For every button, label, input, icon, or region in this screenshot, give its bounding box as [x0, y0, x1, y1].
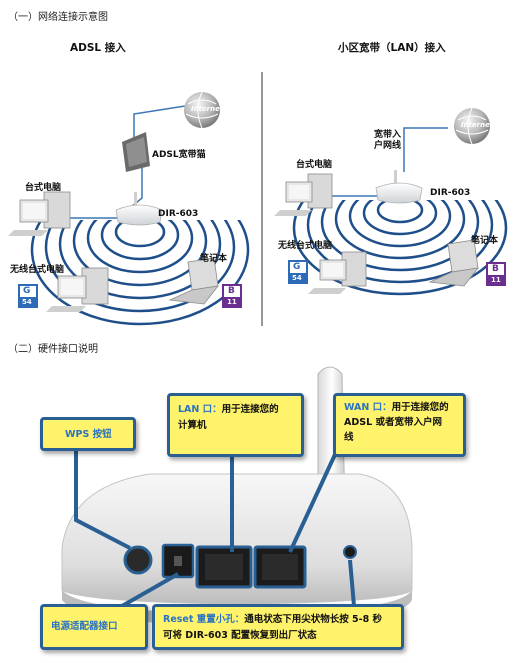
- wps-callout: WPS 按钮: [40, 417, 136, 451]
- wireless-desktop-icon: [308, 251, 367, 294]
- adsl-laptop-label: 笔记本: [200, 254, 228, 264]
- adsl-badge-g-number: 54: [22, 298, 32, 306]
- lan-callout: LAN 口：用于连接您的 计算机: [167, 393, 304, 457]
- adsl-desktop-label: 台式电脑: [25, 183, 62, 193]
- power-connector: [121, 572, 179, 608]
- reset-callout-text2: 可将 DIR-603 配置恢复到出厂状态: [163, 630, 317, 641]
- adsl-wireless-desktop-label: 无线台式电脑: [10, 265, 65, 275]
- router-icon: [115, 192, 163, 226]
- router-icon: [375, 170, 423, 204]
- adsl-waves-group: [30, 150, 250, 326]
- wan-callout-text3: 线: [344, 432, 354, 443]
- adsl-badge-b-letter: B: [228, 286, 235, 296]
- wan-callout-title: WAN 口：: [344, 402, 392, 413]
- adsl-badge-g-letter: G: [23, 286, 31, 296]
- lan-callout-text1: 用于连接您的: [221, 404, 279, 415]
- adsl-internet-label: Internet: [191, 105, 224, 113]
- power-callout-text: 电源适配器接口: [51, 621, 118, 632]
- adsl-modem-icon: [122, 132, 150, 172]
- lan-badge-b-number: 11: [491, 276, 501, 284]
- lan-heading: 小区宽带（LAN）接入: [338, 42, 446, 54]
- network-section-title: （一）网络连接示意图: [8, 12, 108, 23]
- adsl-badge-b-number: 11: [227, 298, 237, 306]
- desktop-computer-icon: [8, 191, 71, 236]
- lan-wireless-desktop-label: 无线台式电脑: [278, 241, 333, 251]
- lan-internet-label: Internet: [461, 121, 494, 129]
- reset-callout: Reset 重置小孔：通电状态下用尖状物长按 5-8 秒 可将 DIR-603 …: [152, 604, 404, 650]
- hardware-section-title: （二）硬件接口说明: [8, 344, 98, 355]
- wireless-desktop-icon: [46, 267, 109, 312]
- lan-laptop-label: 笔记本: [471, 236, 499, 246]
- adsl-router-label: DIR-603: [158, 209, 199, 219]
- reset-connector: [348, 559, 356, 607]
- wan-callout-text2: ADSL 或者宽带入户网: [344, 417, 442, 428]
- lan-badge-b-letter: B: [492, 264, 499, 274]
- wireless-b-badge-icon: [486, 262, 506, 286]
- lan-port-icon: [195, 545, 253, 589]
- wireless-g-badge-icon: [288, 260, 308, 284]
- wps-button-icon: [123, 545, 153, 575]
- wan-callout: WAN 口：用于连接您的 ADSL 或者宽带入户网 线: [333, 393, 466, 457]
- lan-link-internet-router: [403, 127, 448, 172]
- desktop-computer-icon: [274, 173, 333, 216]
- power-callout: 电源适配器接口: [40, 604, 148, 650]
- lan-router-label: DIR-603: [430, 188, 471, 198]
- wan-connector: [288, 447, 340, 553]
- lan-callout-title: LAN 口：: [178, 404, 222, 415]
- laptop-icon: [168, 257, 219, 305]
- wireless-g-badge-icon: [18, 284, 38, 308]
- lan-broadband-label: 宽带入 户网线: [374, 130, 401, 152]
- wan-port-icon: [253, 545, 307, 589]
- reset-hole-icon: [343, 545, 357, 559]
- wireless-b-badge-icon: [222, 284, 242, 308]
- adsl-link-internet-modem: [133, 105, 186, 140]
- internet-globe-icon: [184, 91, 220, 129]
- internet-globe-icon: [454, 107, 490, 145]
- lan-badge-g-letter: G: [293, 262, 301, 272]
- reset-callout-title: Reset 重置小孔：: [163, 614, 245, 625]
- adsl-modem-label: ADSL宽带猫: [152, 150, 206, 160]
- adsl-heading: ADSL 接入: [70, 42, 126, 54]
- wps-connector: [74, 448, 131, 550]
- reset-callout-text1: 通电状态下用尖状物长按 5-8 秒: [244, 614, 382, 625]
- wan-callout-text1: 用于连接您的: [391, 402, 449, 413]
- lan-badge-g-number: 54: [292, 274, 302, 282]
- power-port-icon: [161, 543, 195, 579]
- laptop-icon: [428, 239, 479, 287]
- lan-broadband-line2: 户网线: [374, 141, 402, 151]
- lan-broadband-line1: 宽带入: [374, 130, 402, 140]
- lan-desktop-label: 台式电脑: [296, 160, 333, 170]
- wps-callout-text: WPS 按钮: [65, 429, 112, 440]
- lan-callout-text2: 计算机: [178, 420, 207, 431]
